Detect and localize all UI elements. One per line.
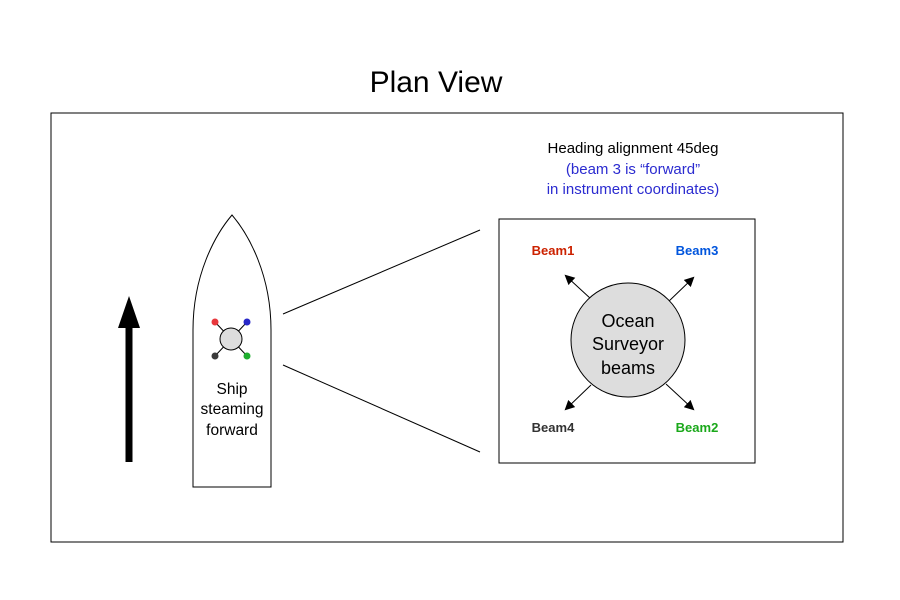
beam3-label: Beam3 bbox=[676, 243, 719, 258]
ship-label-line-1: Ship bbox=[216, 381, 247, 398]
diagram-title: Plan View bbox=[370, 66, 503, 99]
ship-label-line-2: steaming bbox=[201, 401, 264, 418]
ocean-surveyor-head bbox=[570, 282, 686, 398]
instrument-label-line-2: Surveyor bbox=[592, 334, 664, 354]
transducer-head bbox=[219, 327, 243, 351]
transducer-beam2-dot bbox=[243, 352, 251, 360]
instrument-coordinates-note: in instrument coordinates) bbox=[547, 181, 720, 198]
transducer-beam1-dot bbox=[211, 318, 219, 326]
arrow-up-icon bbox=[118, 296, 140, 462]
transducer-beam4-dot bbox=[211, 352, 219, 360]
beam2-arrow bbox=[665, 383, 695, 411]
zoom-line-bottom bbox=[282, 364, 481, 453]
heading-alignment-text: Heading alignment 45deg bbox=[548, 140, 719, 157]
beam1-arrow bbox=[564, 274, 592, 300]
beam2-label: Beam2 bbox=[676, 420, 719, 435]
transducer-beam3-dot bbox=[243, 318, 251, 326]
beam3-arrow bbox=[666, 276, 695, 304]
ship-transducer bbox=[211, 318, 251, 360]
ship-hull bbox=[192, 214, 272, 488]
beam4-label: Beam4 bbox=[532, 420, 575, 435]
zoom-line-top bbox=[282, 229, 481, 315]
beam4-arrow bbox=[564, 384, 592, 411]
beam1-label: Beam1 bbox=[532, 243, 575, 258]
outer-frame bbox=[50, 112, 844, 543]
instrument-label-line-3: beams bbox=[601, 358, 655, 378]
ship-label-line-3: forward bbox=[206, 422, 258, 439]
beam3-forward-note: (beam 3 is “forward” bbox=[566, 161, 700, 178]
instrument-label-line-1: Ocean bbox=[601, 311, 654, 331]
